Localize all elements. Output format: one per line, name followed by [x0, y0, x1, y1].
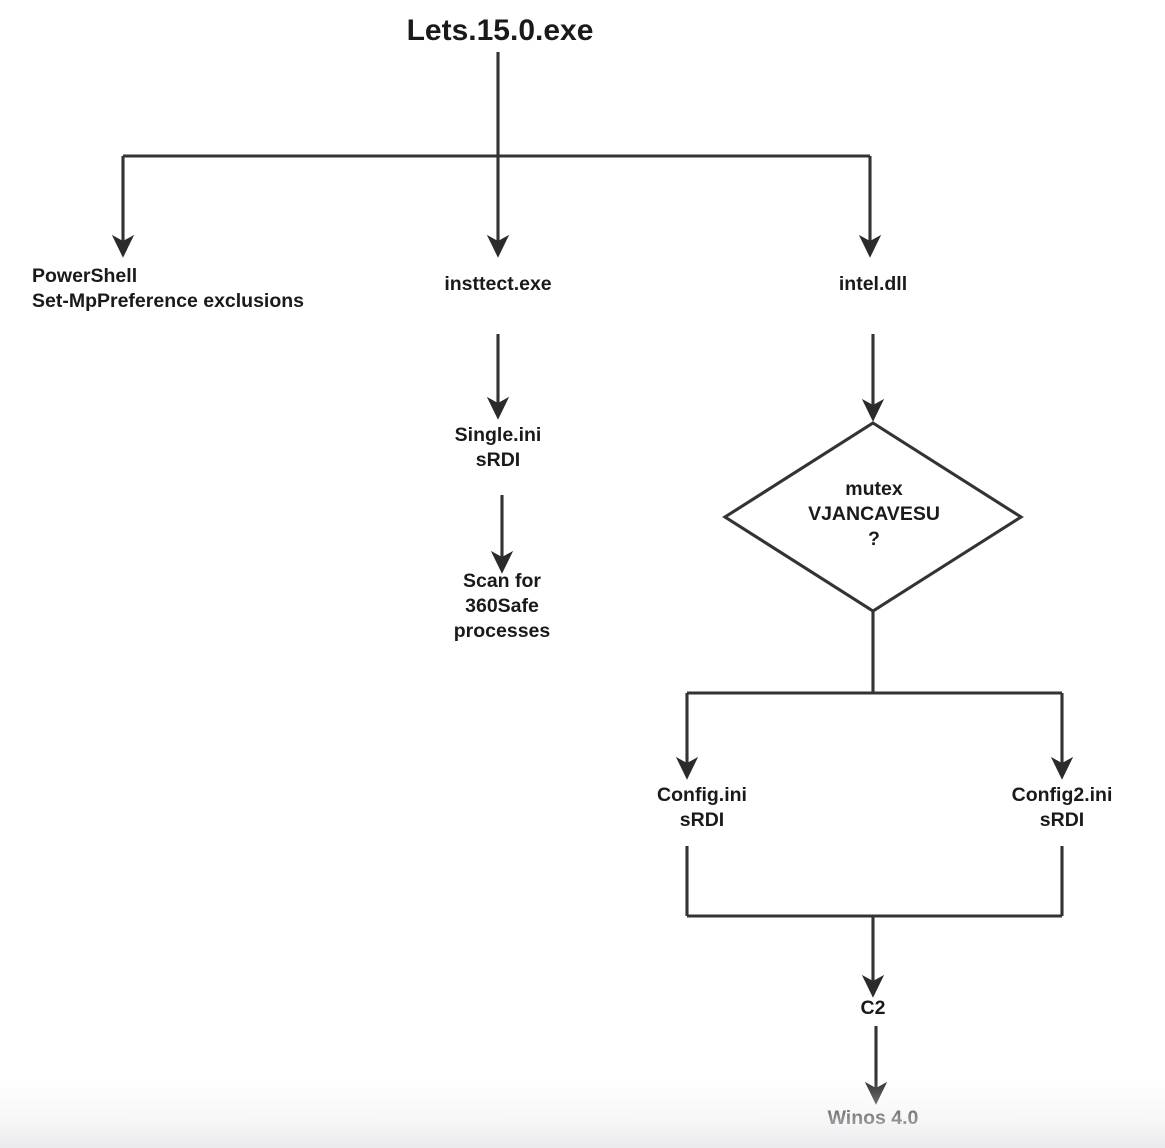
node-c2: C2	[860, 997, 886, 1019]
node-config2-ini-srdi: Config2.ini sRDI	[1011, 784, 1113, 831]
node-insttect-exe: insttect.exe	[444, 273, 552, 295]
node-config-ini-srdi: Config.ini sRDI	[657, 784, 747, 831]
node-root-lets-exe: Lets.15.0.exe	[406, 14, 594, 47]
node-mutex-vjancavesu: mutex VJANCAVESU ?	[808, 478, 940, 550]
node-scan-360safe: Scan for 360Safe processes	[453, 570, 551, 642]
node-powershell-exclusions: PowerShell Set-MpPreference exclusions	[32, 265, 305, 312]
node-intel-dll: intel.dll	[838, 273, 908, 295]
node-winos-4-0: Winos 4.0	[827, 1107, 919, 1129]
node-single-ini-srdi: Single.ini sRDI	[454, 424, 542, 471]
